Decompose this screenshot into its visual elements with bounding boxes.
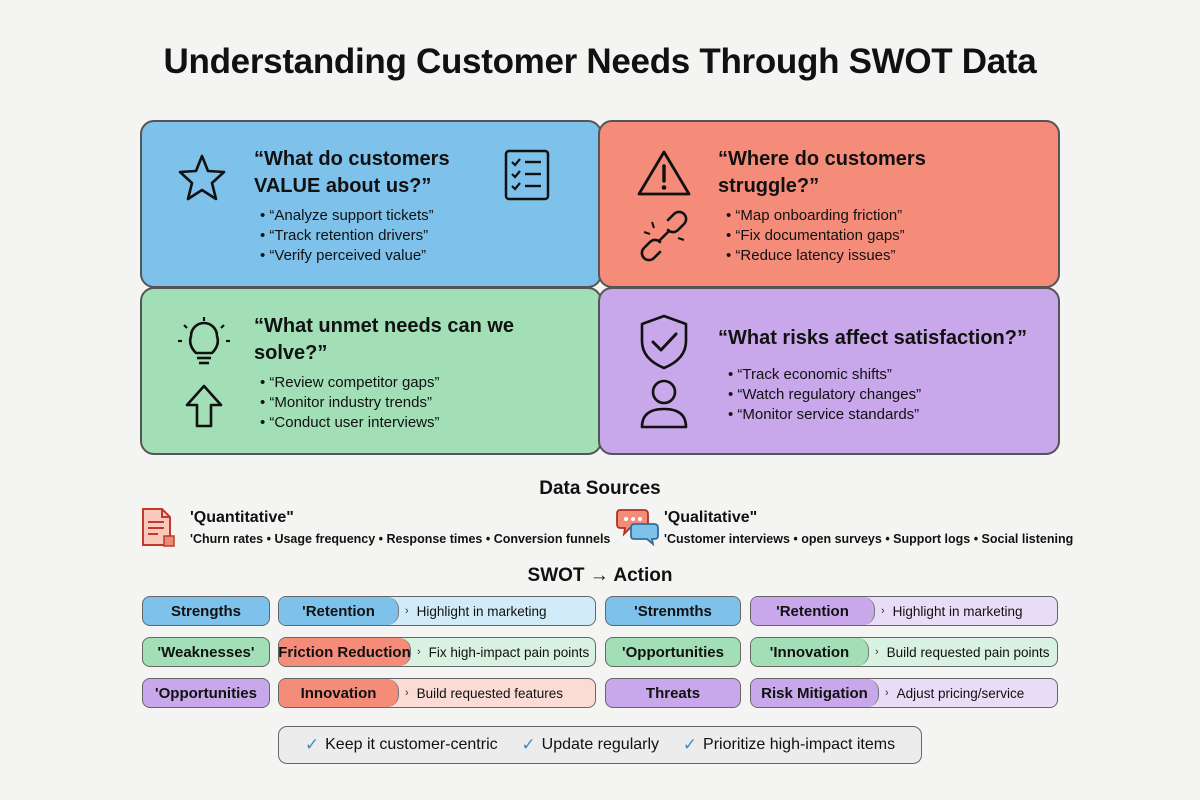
list-item: “Verify perceived value” [260, 246, 434, 266]
swot-category-pill: 'Strenmths [605, 596, 741, 626]
data-sources-title: Data Sources [539, 478, 661, 499]
chevron-right-icon: › [405, 687, 409, 699]
broken-link-icon [640, 210, 688, 262]
action-label: 'Retention [751, 597, 875, 625]
swot-action-row: Innovation › Build requested features [278, 678, 596, 708]
swot-category-pill: 'Opportunities [605, 637, 741, 667]
list-item: “Map onboarding friction” [726, 206, 905, 226]
list-item: “Conduct user interviews” [260, 413, 439, 433]
action-label: 'Retention [279, 597, 399, 625]
chevron-right-icon: › [405, 605, 409, 617]
list-item: “Track retention drivers” [260, 226, 434, 246]
checklist-icon [504, 149, 550, 201]
swot-category-pill: Strengths [142, 596, 270, 626]
list-item: “Monitor industry trends” [260, 393, 439, 413]
list-item: “Watch regulatory changes” [728, 385, 921, 405]
strengths-quadrant: “What do customers VALUE about us?” “Ana… [140, 120, 602, 288]
swot-action-row: 'Retention › Highlight in marketing [278, 596, 596, 626]
opportunities-question: “What unmet needs can we solve?” [254, 315, 515, 364]
weaknesses-quadrant: “Where do customers struggle?” “Map onbo… [598, 120, 1060, 288]
opportunities-list: “Review competitor gaps” “Monitor indust… [260, 373, 439, 433]
principles-bar: ✓ Keep it customer-centric ✓ Update regu… [278, 726, 922, 764]
weaknesses-question: “Where do customers struggle?” [718, 148, 926, 197]
opportunities-quadrant: “What unmet needs can we solve?” “Review… [140, 287, 602, 455]
threats-question: “What risks affect satisfaction?” [718, 327, 1027, 349]
list-item: “Track economic shifts” [728, 365, 921, 385]
warning-icon [637, 150, 691, 196]
strengths-list: “Analyze support tickets” “Track retenti… [260, 206, 434, 266]
strengths-question: “What do customers VALUE about us?” [254, 148, 450, 197]
chat-bubbles-icon [616, 509, 659, 546]
action-text: Highlight in marketing [416, 603, 547, 619]
action-text: Build requested features [416, 685, 564, 701]
action-text: Highlight in marketing [892, 603, 1023, 619]
swot-category-pill: 'Weaknesses' [142, 637, 270, 667]
list-item: “Fix documentation gaps” [726, 226, 904, 246]
swot-action-row: Friction Reduction › Fix high-impact pain… [278, 637, 596, 667]
list-item: “Reduce latency issues” [726, 246, 905, 266]
star-icon [178, 154, 226, 201]
action-text: Adjust pricing/service [896, 685, 1025, 701]
threats-quadrant: “What risks affect satisfaction?” “Track… [598, 287, 1060, 455]
principle-item: ✓ Prioritize high-impact items [683, 735, 895, 755]
principle-text: Keep it customer-centric [325, 736, 498, 753]
action-label: 'Innovation [751, 638, 869, 666]
action-text: Build requested pain points [886, 644, 1050, 660]
swot-action-title: SWOT → Action [527, 565, 673, 586]
action-text: Fix high-impact pain points [428, 644, 590, 660]
list-item: “Monitor service standards” [728, 405, 921, 425]
lightbulb-icon [178, 317, 230, 365]
quantitative-label: 'Quantitative" [190, 509, 294, 526]
checkmark-icon: ✓ [521, 735, 536, 754]
swot-action-row: 'Innovation › Build requested pain points [750, 637, 1058, 667]
chevron-right-icon: › [875, 646, 879, 658]
action-label: Innovation [279, 679, 399, 707]
page-title: Understanding Customer Needs Through SWO… [163, 42, 1037, 81]
swot-category-pill: 'Opportunities [142, 678, 270, 708]
principle-text: Prioritize high-impact items [703, 736, 896, 753]
principle-item: ✓ Update regularly [521, 735, 659, 755]
user-icon [640, 379, 688, 429]
chevron-right-icon: › [417, 646, 421, 658]
threats-list: “Track economic shifts” “Watch regulator… [728, 365, 921, 425]
chevron-right-icon: › [885, 687, 889, 699]
document-chart-icon [142, 508, 175, 547]
list-item: “Analyze support tickets” [260, 206, 433, 226]
principle-item: ✓ Keep it customer-centric [305, 735, 498, 755]
qualitative-label: 'Qualitative" [664, 509, 758, 526]
swot-action-row: Risk Mitigation › Adjust pricing/service [750, 678, 1058, 708]
action-label: Risk Mitigation [751, 679, 879, 707]
shield-check-icon [640, 314, 688, 370]
action-label: Friction Reduction [279, 638, 411, 666]
qualitative-items: 'Customer interviews • open surveys • Su… [664, 532, 1074, 546]
list-item: “Review competitor gaps” [260, 373, 439, 393]
swot-action-row: 'Retention › Highlight in marketing [750, 596, 1058, 626]
checkmark-icon: ✓ [682, 735, 698, 754]
swot-category-pill: Threats [605, 678, 741, 708]
quantitative-items: 'Churn rates • Usage frequency • Respons… [190, 532, 611, 546]
chevron-right-icon: › [881, 605, 885, 617]
weaknesses-list: “Map onboarding friction” “Fix documenta… [726, 206, 905, 266]
arrow-up-icon [185, 384, 223, 428]
checkmark-icon: ✓ [304, 735, 320, 754]
principle-text: Update regularly [541, 736, 660, 753]
